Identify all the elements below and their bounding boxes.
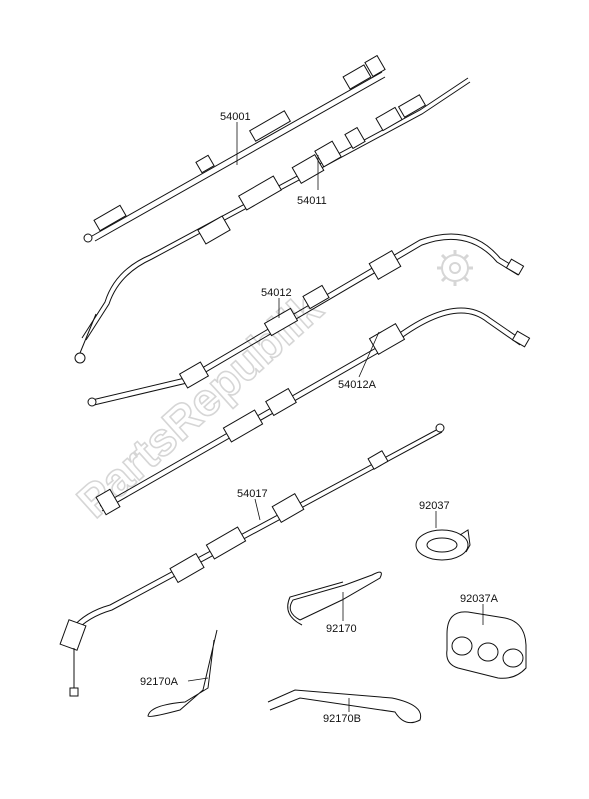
label-54012A: 54012A: [338, 379, 377, 391]
label-92170B: 92170B: [323, 713, 361, 725]
gear-icon: [437, 250, 473, 286]
part-92037-grommet: [415, 529, 471, 561]
part-92170B-clip: [267, 689, 422, 724]
cable-54012A: [95, 307, 531, 516]
label-92170A: 92170A: [140, 676, 179, 688]
label-92037: 92037: [419, 500, 450, 512]
cable-54011: [74, 77, 471, 364]
label-54017: 54017: [237, 488, 268, 500]
cable-54012: [87, 233, 525, 407]
cable-54001: [83, 54, 386, 243]
part-92170A-clip: [147, 629, 218, 717]
label-54001: 54001: [220, 111, 251, 123]
part-92037A-clamp: [446, 611, 527, 679]
label-92170: 92170: [326, 623, 357, 635]
cable-54017: [59, 423, 445, 697]
label-54011: 54011: [297, 195, 327, 207]
label-54012: 54012: [261, 287, 292, 299]
part-92170-clip: [287, 571, 382, 626]
part-labels: 54001 54011 54012 54012A 54017 92037 920…: [140, 111, 499, 725]
leader-lines: [187, 122, 484, 712]
label-92037A: 92037A: [460, 593, 499, 605]
